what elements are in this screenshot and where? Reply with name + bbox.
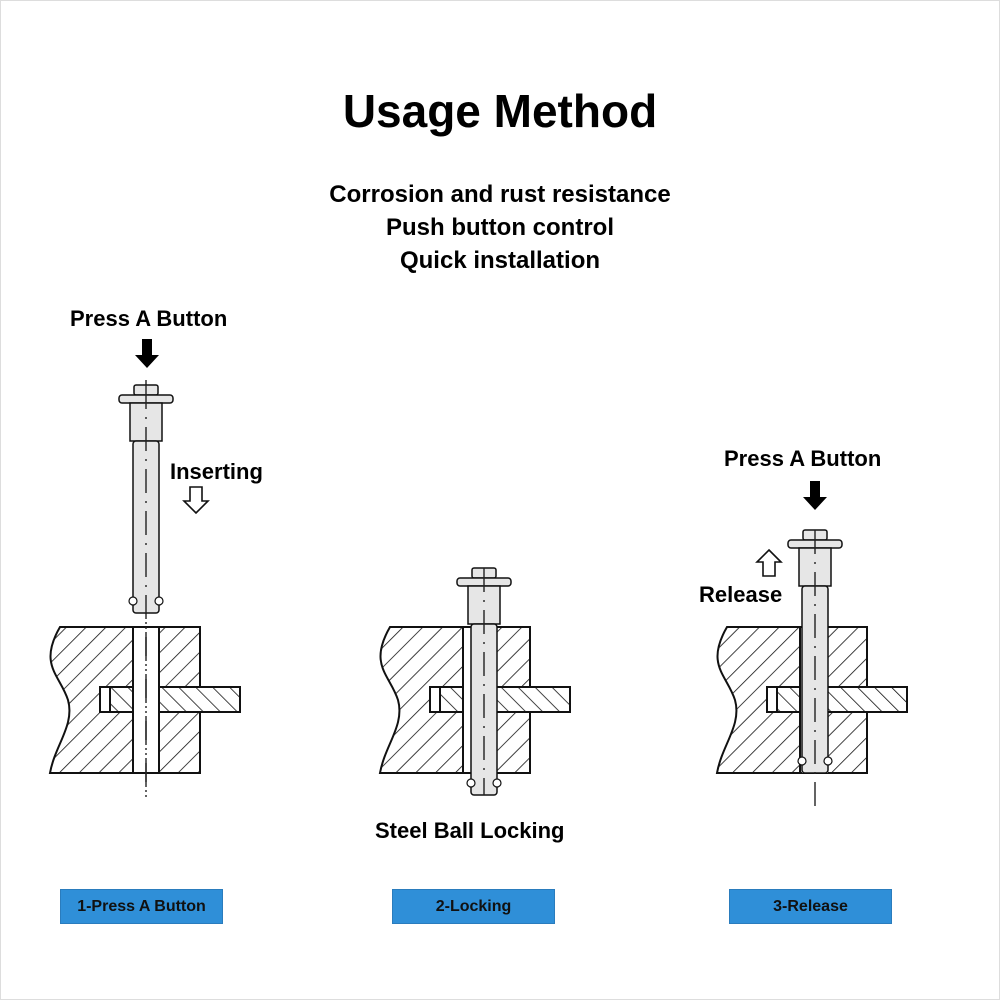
down-arrow-icon	[135, 339, 159, 368]
hatched-plate	[776, 686, 908, 713]
plate-notch	[429, 686, 441, 713]
step-2-label: 2-Locking	[392, 889, 555, 924]
down-arrow-icon	[182, 486, 210, 515]
feature-item: Quick installation	[399, 247, 601, 274]
steel-ball	[466, 778, 476, 788]
steel-ball-locking-caption: Steel Ball Locking	[375, 818, 565, 843]
up-arrow-icon	[755, 548, 783, 577]
feature-item: Push button control	[386, 214, 614, 241]
plate-notch	[766, 686, 778, 713]
down-arrow-icon	[803, 481, 827, 510]
feature-list: Corrosion and rust resistance Push butto…	[0, 178, 1000, 277]
step-3-label: 3-Release	[729, 889, 892, 924]
feature-item: Corrosion and rust resistance	[329, 181, 671, 208]
steel-ball	[797, 756, 807, 766]
pin-handle	[129, 402, 163, 442]
steel-ball	[823, 756, 833, 766]
release-label: Release	[699, 582, 783, 607]
steel-ball	[492, 778, 502, 788]
plate-notch	[99, 686, 111, 713]
steel-ball	[154, 596, 164, 606]
page-title: Usage Method	[342, 85, 658, 137]
step-1-label: 1-Press A Button	[60, 889, 223, 924]
hatched-plate	[439, 686, 571, 713]
press-button-label-3: Press A Button	[724, 446, 882, 471]
steel-ball	[128, 596, 138, 606]
inserting-label: Inserting	[170, 459, 263, 484]
press-button-label-1: Press A Button	[70, 306, 228, 331]
hatched-plate	[109, 686, 241, 713]
